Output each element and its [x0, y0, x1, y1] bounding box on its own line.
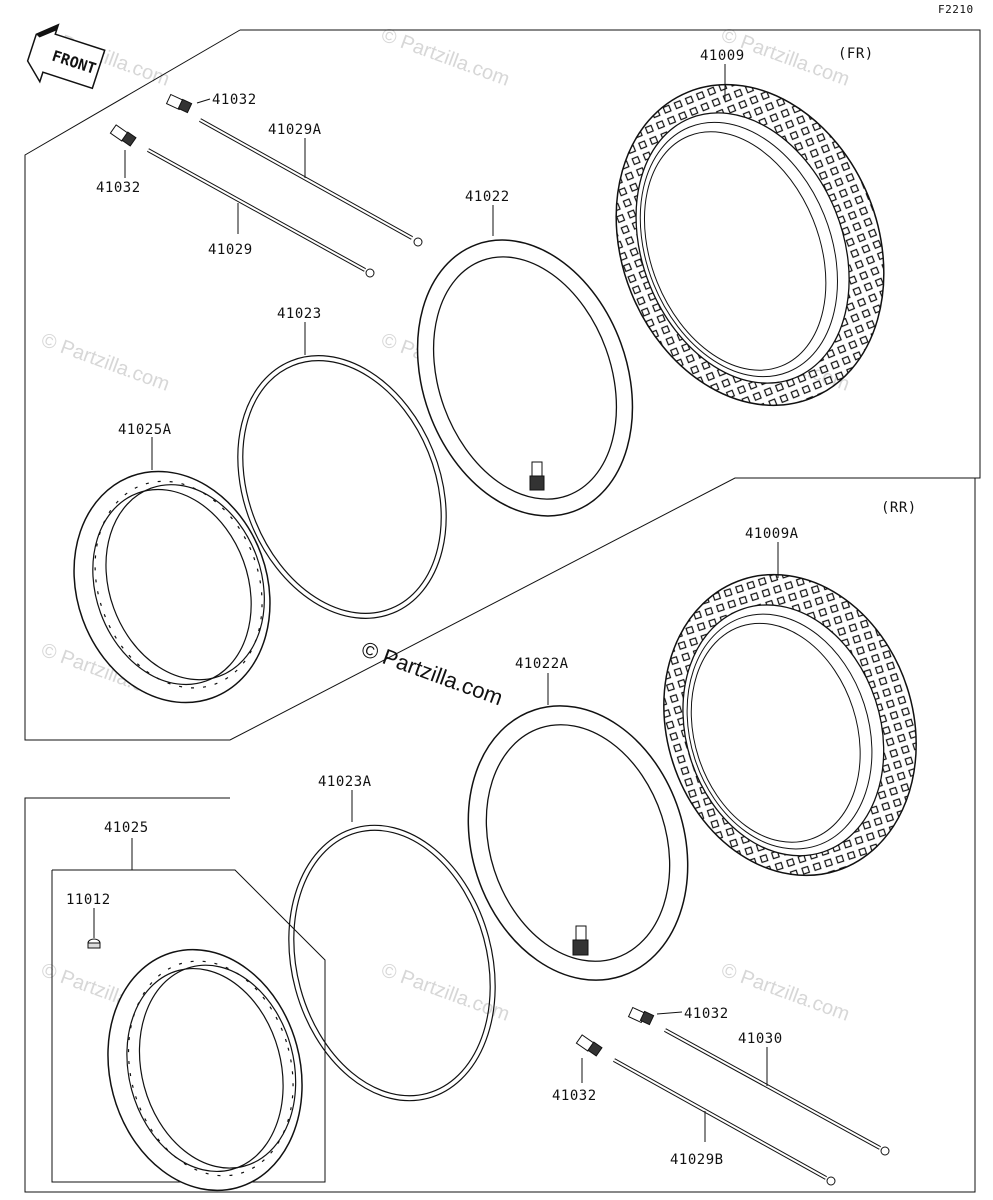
rim-subassembly-box	[51, 869, 326, 1183]
label-41032-rr-top: 41032	[684, 1006, 729, 1022]
label-41009: 41009	[700, 48, 745, 64]
leader-41032-top	[196, 98, 211, 104]
rear-spoke-nipple-top	[627, 1006, 655, 1026]
label-41025A: 41025A	[118, 422, 172, 438]
rear-section-border	[24, 478, 976, 1193]
label-41030: 41030	[738, 1031, 783, 1047]
label-41022A: 41022A	[515, 656, 569, 672]
label-41032-left: 41032	[96, 180, 141, 196]
center-watermark: © Partzilla.com	[358, 636, 506, 710]
rear-tire	[663, 573, 917, 877]
label-11012: 11012	[66, 892, 111, 908]
rear-tube-valve	[572, 925, 589, 956]
label-41029: 41029	[208, 242, 253, 258]
label-41032-top: 41032	[212, 92, 257, 108]
rear-spoke-nipple-left	[575, 1034, 603, 1057]
leader-41032-rr-top	[656, 1011, 683, 1015]
figure-code: F2210	[938, 3, 974, 16]
svg-text:© Partzilla.com: © Partzilla.com	[38, 329, 172, 396]
rear-rim	[107, 948, 303, 1192]
front-tire	[615, 83, 885, 407]
label-41022: 41022	[465, 189, 510, 205]
rear-tag: (RR)	[881, 500, 917, 516]
label-41009A: 41009A	[745, 526, 799, 542]
spoke-41029	[147, 148, 375, 278]
front-tube-valve	[529, 461, 545, 491]
front-arrow-icon: FRONT	[26, 23, 106, 90]
spoke-41030	[664, 1028, 890, 1156]
spoke-nipple-top	[165, 93, 193, 114]
label-41029B: 41029B	[670, 1152, 724, 1168]
svg-text:© Partzilla.com: © Partzilla.com	[718, 959, 852, 1026]
front-rim-band	[237, 355, 447, 619]
spoke-41029B	[613, 1058, 836, 1186]
front-section-border	[24, 29, 981, 741]
label-41032-rr-left: 41032	[552, 1088, 597, 1104]
label-41023: 41023	[277, 306, 322, 322]
spoke-nipple-left	[109, 124, 137, 147]
label-41025: 41025	[104, 820, 149, 836]
front-tag: (FR)	[838, 46, 874, 62]
label-41023A: 41023A	[318, 774, 372, 790]
rear-tube	[467, 705, 689, 981]
spoke-41029A	[199, 118, 423, 247]
front-tube	[416, 239, 634, 517]
label-41029A: 41029A	[268, 122, 322, 138]
svg-text:© Partzilla.com: © Partzilla.com	[378, 24, 512, 91]
front-rim	[73, 470, 271, 704]
plug-cap-11012	[87, 938, 101, 949]
rear-rim-band	[288, 824, 496, 1102]
